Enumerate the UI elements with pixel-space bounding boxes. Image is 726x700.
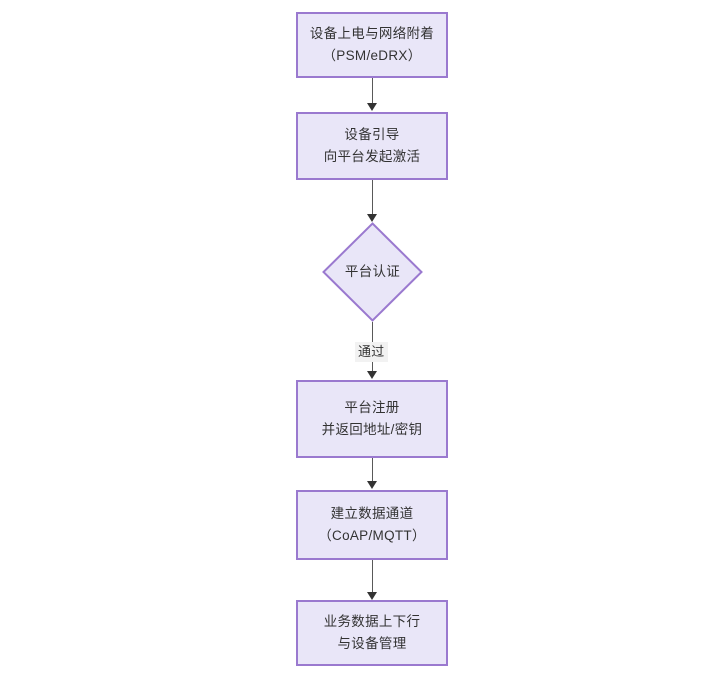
flow-edge-n5-n6 [372,560,373,593]
flow-arrowhead-n5-n6 [367,592,377,600]
flow-edge-label-pass: 通过 [355,342,388,362]
flow-edge-n4-n5 [372,458,373,482]
flow-node-data-channel-line1: 建立数据通道 [330,506,414,521]
flow-node-platform-register-line1: 平台注册 [344,400,400,415]
flow-node-device-power-on-line2: （PSM/eDRX） [322,48,422,63]
flow-node-device-bootstrap-line2: 向平台发起激活 [323,149,421,164]
flow-node-platform-register[interactable]: 平台注册 并返回地址/密钥 [296,380,448,458]
flow-edge-n2-n3 [372,180,373,216]
diamond-shape-icon [322,222,423,322]
flow-node-platform-auth-label: 平台认证 [344,264,401,279]
flow-arrowhead-n1-n2 [367,103,377,111]
flow-node-device-power-on[interactable]: 设备上电与网络附着 （PSM/eDRX） [296,12,448,78]
flow-node-device-power-on-line1: 设备上电与网络附着 [309,26,435,41]
flow-arrowhead-n3-n4 [367,371,377,379]
flow-edge-n1-n2 [372,78,373,104]
flow-node-platform-auth[interactable]: 平台认证 [322,222,423,322]
flow-arrowhead-n4-n5 [367,481,377,489]
flow-node-device-bootstrap[interactable]: 设备引导 向平台发起激活 [296,112,448,180]
flow-node-platform-register-line2: 并返回地址/密钥 [321,422,423,437]
flow-node-business-data[interactable]: 业务数据上下行 与设备管理 [296,600,448,666]
flow-node-data-channel-line2: （CoAP/MQTT） [318,528,426,543]
flow-node-device-bootstrap-line1: 设备引导 [344,127,400,142]
flow-node-business-data-line2: 与设备管理 [337,636,407,651]
flow-node-business-data-line1: 业务数据上下行 [323,614,421,629]
flow-node-data-channel[interactable]: 建立数据通道 （CoAP/MQTT） [296,490,448,560]
flow-arrowhead-n2-n3 [367,214,377,222]
